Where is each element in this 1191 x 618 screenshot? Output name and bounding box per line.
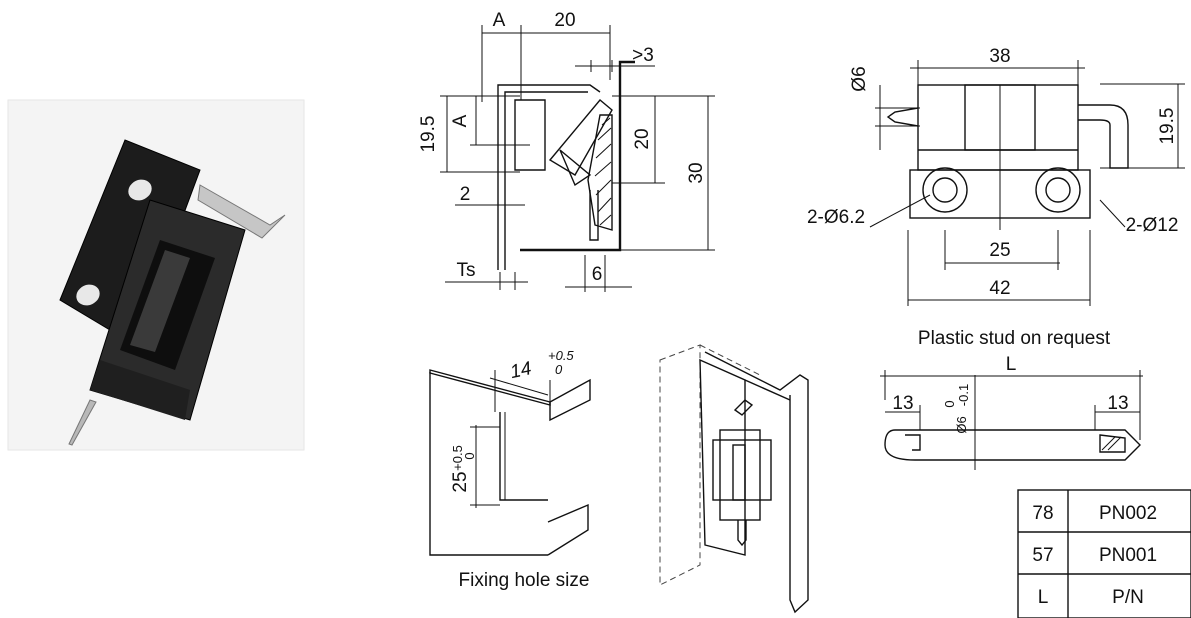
- dim-gap-3: >3: [632, 45, 654, 66]
- pin-dia-tol-lower: -0.1: [956, 384, 971, 406]
- table-header-pn: P/N: [1112, 587, 1144, 608]
- dim-height-19-5-front: 19.5: [1157, 108, 1178, 145]
- dim-width-25: 25: [989, 240, 1010, 261]
- pin-dia-tol-upper: 0: [942, 400, 957, 407]
- hinge-photo: [7, 99, 305, 451]
- dim-a-top: A: [493, 10, 506, 31]
- pin-diameter: Ø6: [954, 416, 969, 433]
- pin-length-label: L: [1006, 354, 1017, 375]
- fixing-width-dim: 14: [508, 358, 533, 383]
- dim-a-left: A: [450, 114, 471, 127]
- fixing-height-tol-lower: 0: [462, 452, 477, 459]
- fixing-hole-drawing: 14 +0.5 0 25 +0.5 0 Fixing hole size: [429, 348, 591, 591]
- pin-right-dim: 13: [1107, 393, 1128, 414]
- pin-left-dim: 13: [892, 393, 913, 414]
- dim-ts: Ts: [457, 260, 476, 281]
- side-view-drawing: A 20 >3 19.5 A 20 30 2 Ts 6: [418, 10, 715, 292]
- table-row-1-pn: PN002: [1099, 503, 1157, 524]
- fixing-hole-caption: Fixing hole size: [459, 570, 590, 591]
- dim-width-20: 20: [554, 10, 575, 31]
- dim-height-20: 20: [632, 128, 653, 149]
- pin-drawing: L 13 13 Ø6 0 -0.1: [880, 354, 1143, 470]
- dim-holes-small: 2-Ø6.2: [807, 207, 865, 228]
- dim-height-30: 30: [686, 162, 707, 183]
- part-number-table: 78 PN002 57 PN001 L P/N: [1017, 489, 1191, 618]
- mounted-isometric-drawing: [659, 344, 809, 614]
- fixing-height-tol-upper: +0.5: [450, 445, 465, 471]
- table-row-2-l: 57: [1032, 545, 1053, 566]
- table-row-1-l: 78: [1032, 503, 1053, 524]
- dim-height-19-5: 19.5: [418, 116, 439, 153]
- plastic-stud-caption: Plastic stud on request: [918, 328, 1111, 349]
- dim-width-42: 42: [989, 278, 1010, 299]
- table-row-2-pn: PN001: [1099, 545, 1157, 566]
- fixing-height-dim: 25: [450, 471, 471, 492]
- dim-6: 6: [592, 264, 603, 285]
- dim-dia-6: Ø6: [849, 66, 870, 91]
- fixing-width-tol-upper: +0.5: [548, 348, 574, 363]
- fixing-width-tol-lower: 0: [555, 362, 563, 377]
- dim-holes-large: 2-Ø12: [1126, 215, 1179, 236]
- dim-thickness-2: 2: [460, 184, 471, 205]
- front-view-drawing: 38 Ø6 19.5 2-Ø6.2 2-Ø12 25 42 Plastic st…: [807, 46, 1185, 349]
- table-header-l: L: [1038, 587, 1049, 608]
- dim-width-38: 38: [989, 46, 1010, 67]
